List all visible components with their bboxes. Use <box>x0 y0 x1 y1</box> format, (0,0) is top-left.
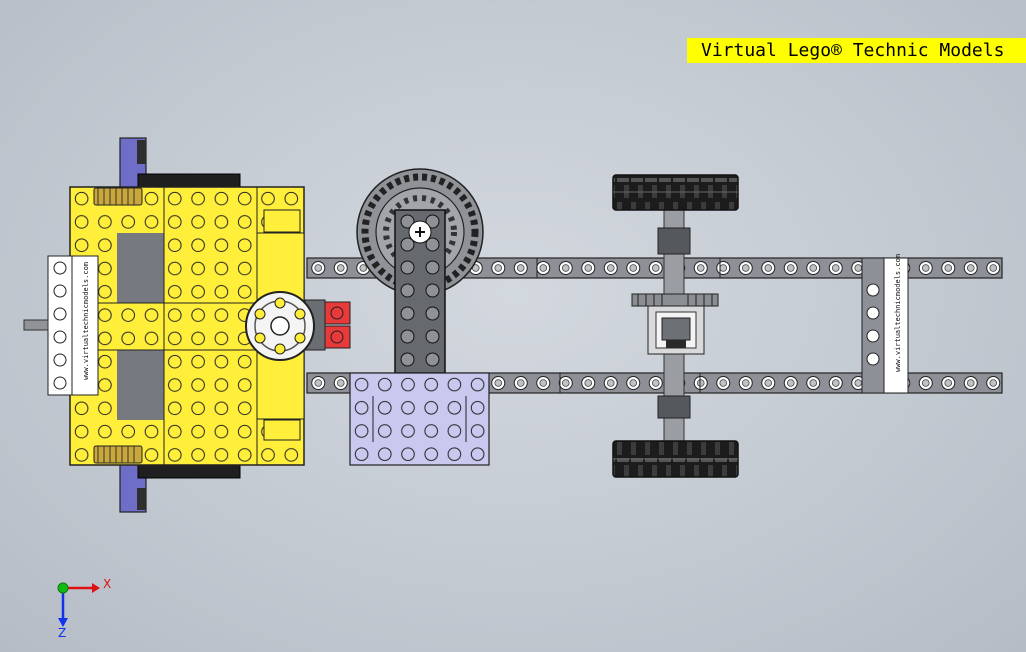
differential-gear-icon <box>631 293 719 355</box>
rear-left-wheel-icon <box>612 174 739 211</box>
lavender-plate <box>349 372 490 466</box>
front-sign: www.virtualtechnicmodels.com <box>23 255 99 396</box>
front-watermark: www.virtualtechnicmodels.com <box>82 262 90 380</box>
x-axis-label: X <box>103 577 111 591</box>
z-axis-label: Z <box>58 626 66 640</box>
axis-triad-icon: X Z <box>57 577 111 640</box>
vertical-lift-beam <box>394 209 446 374</box>
top-chassis-beam <box>306 257 1003 279</box>
yellow-body <box>69 186 305 466</box>
steering-wheel-icon <box>245 291 315 361</box>
rear-watermark: www.virtualtechnicmodels.com <box>894 254 902 372</box>
front-tires <box>137 173 241 479</box>
rear-cross-frame: www.virtualtechnicmodels.com <box>861 254 909 394</box>
rear-right-wheel-icon <box>612 440 739 478</box>
front-springs <box>93 187 143 464</box>
title-banner: Virtual Lego® Technic Models <box>687 38 1026 63</box>
